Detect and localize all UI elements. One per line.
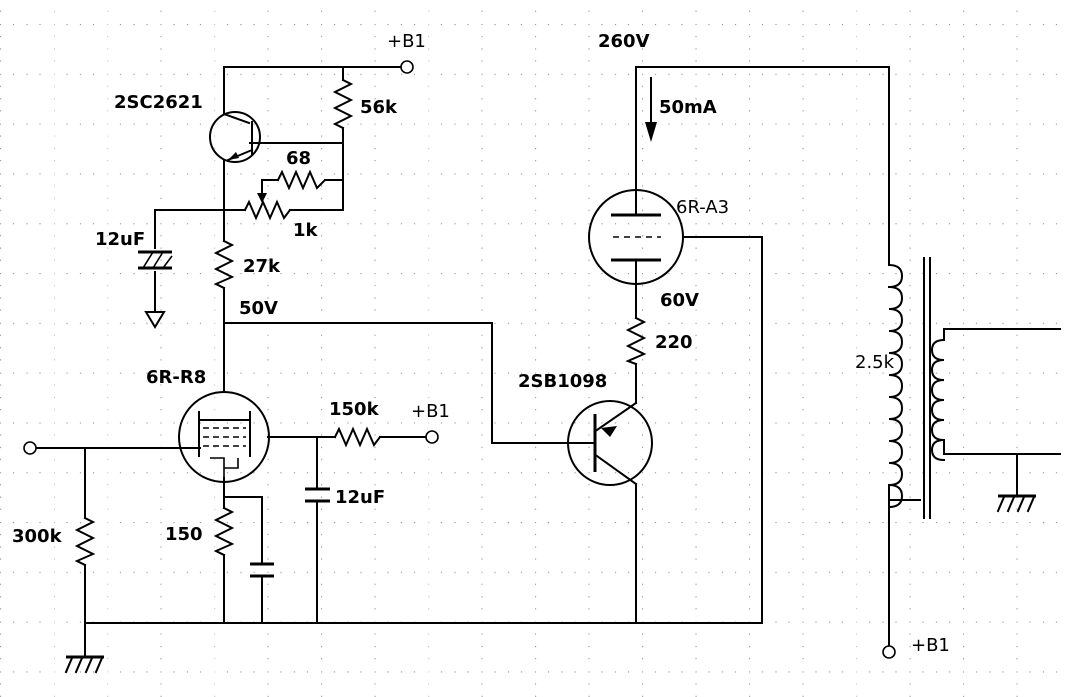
- q1-npn-transistor-icon: [209, 111, 261, 163]
- resistor-300k-icon: [74, 516, 96, 567]
- input-terminal: [23, 441, 37, 455]
- triode-6r-a3-icon: [588, 189, 684, 285]
- triode-6r-a3-label: 6R-A3: [676, 197, 729, 218]
- b1-terminal-top: [400, 60, 414, 74]
- resistor-150-label: 150: [165, 524, 203, 545]
- resistor-68-label: 68: [286, 148, 311, 169]
- resistor-300k-label: 300k: [12, 526, 63, 547]
- signal-ground-icon: [144, 311, 166, 329]
- capacitor-12uf-top-icon: [138, 250, 173, 270]
- potentiometer-1k-icon: [243, 191, 292, 221]
- resistor-150-icon: [213, 506, 235, 557]
- chassis-ground-left-icon: [64, 655, 104, 674]
- resistor-150k-label: 150k: [329, 399, 380, 420]
- output-transformer-icon: [887, 257, 1061, 519]
- capacitor-12uf-mid-icon: [305, 487, 330, 503]
- q1-label: 2SC2621: [114, 92, 203, 113]
- pentode-6r-r8-label: 6R-R8: [146, 367, 206, 388]
- q2-pnp-transistor-icon: [567, 400, 653, 486]
- resistor-220-icon: [625, 316, 647, 366]
- resistor-56k-icon: [332, 78, 354, 130]
- b1-label-mid: +B1: [411, 401, 450, 422]
- capacitor-bypass-icon: [250, 562, 274, 578]
- impedance-2-5k-label: 2.5k: [855, 352, 895, 373]
- b1-label-bottom: +B1: [911, 635, 950, 656]
- b1-terminal-mid: [425, 430, 439, 444]
- resistor-27k-label: 27k: [243, 256, 281, 277]
- voltage-50v-label: 50V: [239, 298, 278, 319]
- q2-label: 2SB1098: [518, 371, 607, 392]
- resistor-56k-label: 56k: [360, 97, 398, 118]
- b1-label-top: +B1: [387, 31, 426, 52]
- resistor-150k-icon: [333, 426, 382, 448]
- voltage-60v-label: 60V: [660, 290, 699, 311]
- wires-output-stage: [635, 66, 890, 646]
- current-50ma-label: 50mA: [659, 97, 717, 118]
- potentiometer-1k-label: 1k: [293, 220, 319, 241]
- capacitor-12uf-top-label: 12uF: [95, 229, 145, 250]
- current-arrow-icon: [645, 77, 657, 142]
- wires-top-regulator: [154, 66, 569, 444]
- resistor-220-label: 220: [655, 332, 693, 353]
- pentode-6r-r8-icon: [178, 391, 270, 483]
- chassis-ground-right-icon: [996, 494, 1036, 513]
- b1-terminal-bottom: [882, 645, 896, 659]
- resistor-68-icon: [276, 169, 327, 191]
- voltage-260v-label: 260V: [598, 31, 650, 52]
- resistor-27k-icon: [213, 239, 235, 290]
- capacitor-12uf-mid-label: 12uF: [335, 487, 385, 508]
